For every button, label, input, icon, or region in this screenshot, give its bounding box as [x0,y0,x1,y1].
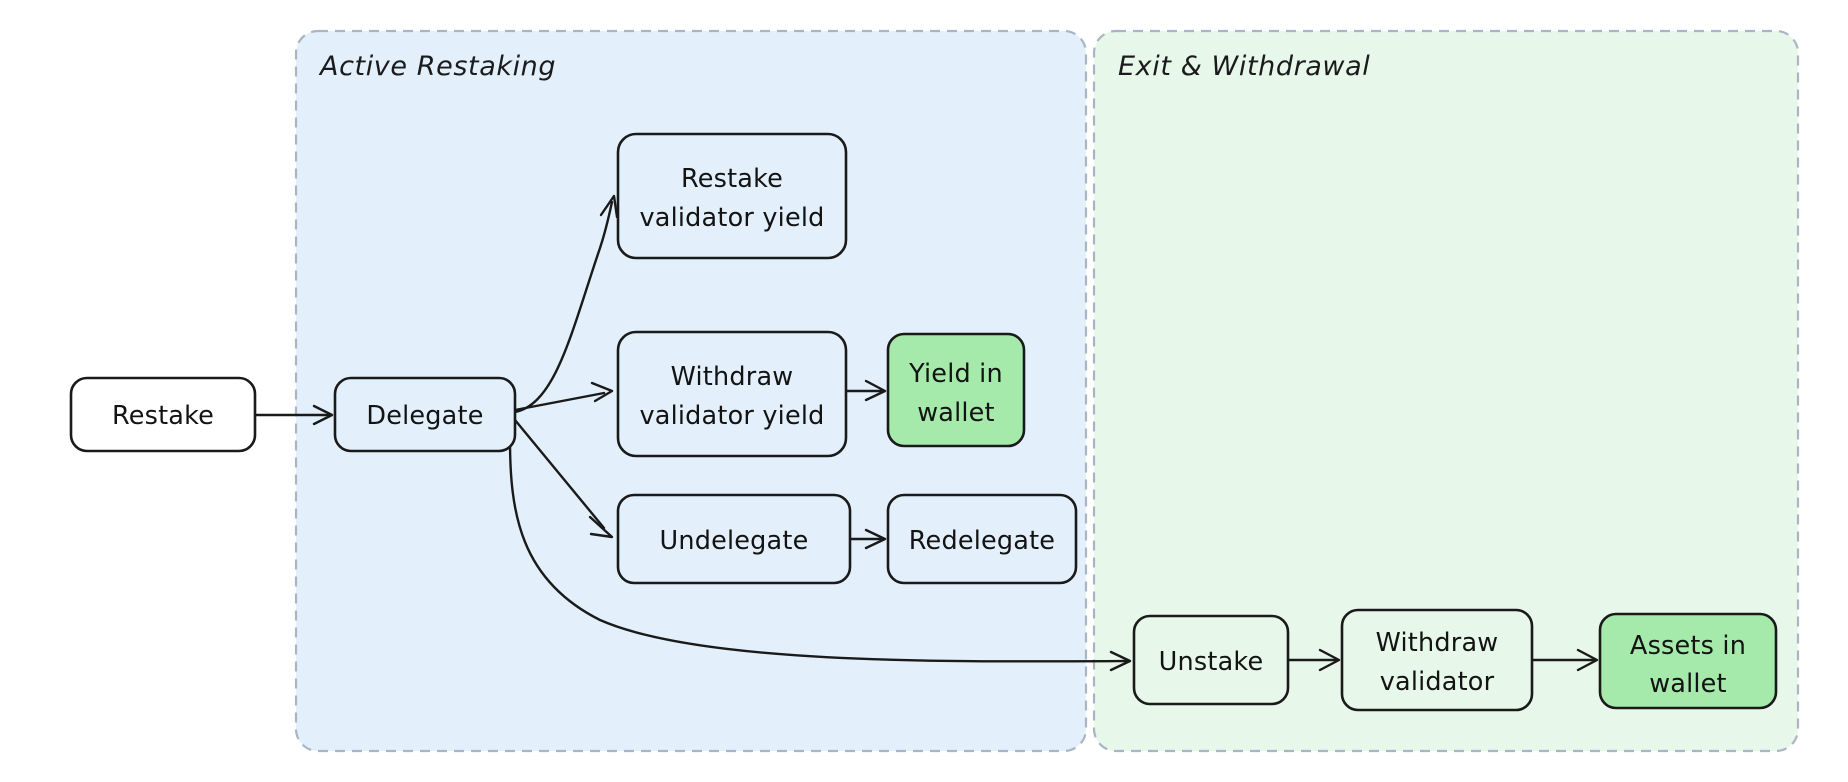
node-assets-in-wallet-line2: wallet [1649,669,1727,699]
node-layer: Restake Delegate Restake validator yield… [69,132,1778,712]
node-delegate-box[interactable] [333,376,517,453]
edge-restake-to-delegate [253,404,334,426]
node-undelegate-label: Undelegate [660,526,809,556]
cluster-exit-withdrawal-label: Exit & Withdrawal [1118,51,1370,82]
node-withdraw-validator-box[interactable] [1340,608,1534,712]
node-withdraw-validator-yield-box[interactable] [616,330,848,458]
node-unstake-box[interactable] [1132,614,1290,706]
edge-delegate-to-restake-validator-yield [513,194,619,414]
edge-undelegate-to-redelegate [848,528,887,550]
node-withdraw-validator-line1: Withdraw [1376,628,1499,658]
cluster-exit-withdrawal-box [1092,29,1800,753]
node-delegate[interactable]: Delegate [333,376,517,453]
edge-delegate-to-withdraw-validator-yield [513,381,614,412]
node-yield-in-wallet[interactable]: Yield in wallet [886,332,1026,448]
edge-unstake-to-withdraw-validator [1286,648,1341,672]
cluster-exit-withdrawal: Exit & Withdrawal [1092,29,1800,753]
node-withdraw-validator-line2: validator [1380,667,1495,697]
node-assets-in-wallet[interactable]: Assets in wallet [1598,612,1778,710]
node-restake-box[interactable] [69,376,257,453]
node-assets-in-wallet-box[interactable] [1598,612,1778,710]
node-restake-label: Restake [112,401,214,431]
edge-delegate-to-unstake [508,438,1132,672]
node-restake[interactable]: Restake [69,376,257,453]
node-restake-validator-yield-line2: validator yield [639,203,824,233]
edge-delegate-to-undelegate [513,418,614,539]
node-redelegate-box[interactable] [886,493,1078,585]
node-redelegate[interactable]: Redelegate [886,493,1078,585]
node-yield-in-wallet-line1: Yield in [908,359,1003,389]
node-yield-in-wallet-line2: wallet [917,398,995,428]
node-withdraw-validator[interactable]: Withdraw validator [1340,608,1534,712]
edge-withdraw-validator-yield-to-yield-in-wallet [844,379,887,402]
node-unstake[interactable]: Unstake [1132,614,1290,706]
node-unstake-label: Unstake [1159,647,1264,677]
edge-layer [253,194,1599,672]
node-assets-in-wallet-line1: Assets in [1630,631,1746,661]
node-withdraw-validator-yield-line2: validator yield [639,401,824,431]
node-restake-validator-yield[interactable]: Restake validator yield [616,132,848,260]
node-restake-validator-yield-box[interactable] [616,132,848,260]
node-delegate-label: Delegate [366,401,483,431]
node-restake-validator-yield-line1: Restake [681,164,783,194]
node-redelegate-label: Redelegate [909,526,1055,556]
node-withdraw-validator-yield-line1: Withdraw [671,362,794,392]
node-yield-in-wallet-box[interactable] [886,332,1026,448]
node-undelegate[interactable]: Undelegate [616,493,852,585]
node-undelegate-box[interactable] [616,493,852,585]
node-withdraw-validator-yield[interactable]: Withdraw validator yield [616,330,848,458]
cluster-active-restaking-label: Active Restaking [318,51,556,82]
edge-withdraw-validator-to-assets-in-wallet [1530,648,1599,672]
